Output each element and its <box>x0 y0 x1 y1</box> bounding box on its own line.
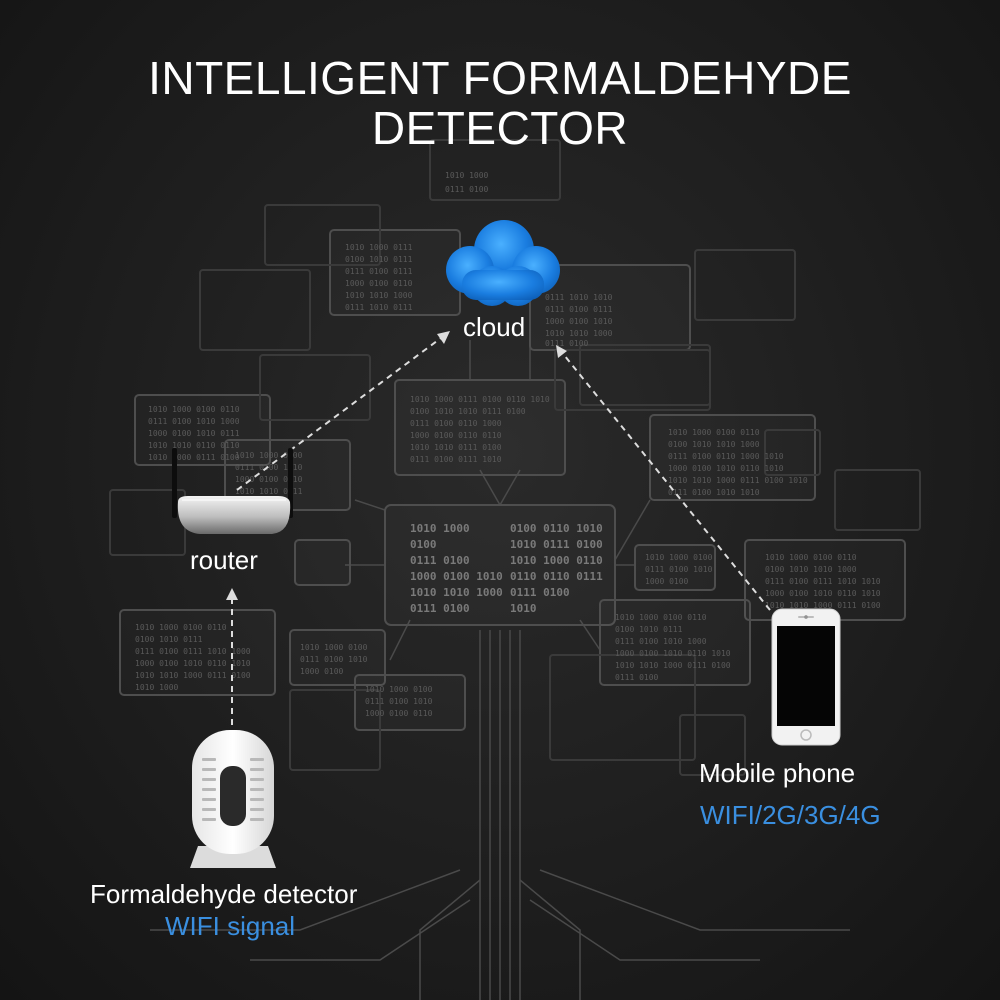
svg-text:1010 1000: 1010 1000 <box>135 683 179 692</box>
detector-icon <box>190 730 276 868</box>
arrowheads <box>226 331 567 600</box>
svg-text:1010 1000: 1010 1000 <box>445 171 489 180</box>
svg-text:1010 1010 1000: 1010 1010 1000 <box>545 329 613 338</box>
svg-text:1010 1000 0110: 1010 1000 0110 <box>510 554 603 567</box>
svg-text:0111 0100: 0111 0100 <box>615 673 659 682</box>
svg-text:0111 0100 1010 1010: 0111 0100 1010 1010 <box>668 488 760 497</box>
svg-text:1010 1000 0111: 1010 1000 0111 <box>345 243 413 252</box>
svg-text:1010 1000 0100: 1010 1000 0100 <box>365 685 433 694</box>
svg-text:1000 0100 0110: 1000 0100 0110 <box>365 709 433 718</box>
svg-text:0111 1010 1010: 0111 1010 1010 <box>545 293 613 302</box>
svg-text:0111 0100: 0111 0100 <box>410 602 470 615</box>
svg-text:1010 1010 1000 0111 0100: 1010 1010 1000 0111 0100 <box>135 671 251 680</box>
svg-text:1000 0100 1010 0110 1010: 1000 0100 1010 0110 1010 <box>765 589 881 598</box>
svg-text:0110 0110 0111: 0110 0110 0111 <box>510 570 603 583</box>
svg-text:1000 0100: 1000 0100 <box>300 667 344 676</box>
svg-text:1000 0100 1010: 1000 0100 1010 <box>410 570 503 583</box>
svg-text:1000 0100 1010 0110 1010: 1000 0100 1010 0110 1010 <box>135 659 251 668</box>
link-phone-cloud <box>559 349 771 611</box>
svg-text:1010 1000 0111 0100 0110 1010: 1010 1000 0111 0100 0110 1010 <box>410 395 550 404</box>
svg-text:1010 1000 0100 0110: 1010 1000 0100 0110 <box>615 613 707 622</box>
connection-lines <box>231 334 771 725</box>
svg-text:1000 0100: 1000 0100 <box>645 577 689 586</box>
svg-text:0100 1010 0111: 0100 1010 0111 <box>345 255 413 264</box>
svg-text:1010 1010 1000 0111 0100: 1010 1010 1000 0111 0100 <box>765 601 881 610</box>
title-line-1: INTELLIGENT FORMALDEHYDE <box>148 52 852 104</box>
svg-text:1010 1000 0100 0110: 1010 1000 0100 0110 <box>135 623 227 632</box>
svg-text:0111 0100 1010: 0111 0100 1010 <box>300 655 368 664</box>
phone-sub-label: WIFI/2G/3G/4G <box>700 800 881 830</box>
svg-text:1000 0100 1010 0110 1010: 1000 0100 1010 0110 1010 <box>668 464 784 473</box>
svg-text:0111 0100 0110 1000 1010: 0111 0100 0110 1000 1010 <box>668 452 784 461</box>
svg-text:1000 0100 1010 0110 1010: 1000 0100 1010 0110 1010 <box>615 649 731 658</box>
svg-text:1010 1010 1000 0111 0100: 1010 1010 1000 0111 0100 <box>615 661 731 670</box>
svg-text:0100 1010 0111: 0100 1010 0111 <box>135 635 203 644</box>
svg-text:1010 1010 1000 0111 0100 1010: 1010 1010 1000 0111 0100 1010 <box>668 476 808 485</box>
title-line-2: DETECTOR <box>371 102 629 154</box>
svg-text:0100 0110 1010: 0100 0110 1010 <box>510 522 603 535</box>
svg-text:1010 1010 0111: 1010 1010 0111 <box>235 487 303 496</box>
svg-text:1000 0100 0110: 1000 0100 0110 <box>235 475 303 484</box>
svg-text:1010 1000 0100: 1010 1000 0100 <box>235 451 303 460</box>
svg-text:0111 0100: 0111 0100 <box>410 554 470 567</box>
svg-text:1010 1010 1000: 1010 1010 1000 <box>410 586 503 599</box>
svg-text:1010 1000 0111 0100: 1010 1000 0111 0100 <box>148 453 240 462</box>
svg-text:0100 1010 1010 1000: 0100 1010 1010 1000 <box>765 565 857 574</box>
svg-text:1010 1000 0100 0110: 1010 1000 0100 0110 <box>668 428 760 437</box>
svg-text:1000 0100 0110 0110: 1000 0100 0110 0110 <box>410 431 502 440</box>
router-icon <box>172 448 293 534</box>
svg-text:0111 0100 0111: 0111 0100 0111 <box>545 305 613 314</box>
svg-text:1010: 1010 <box>510 602 537 615</box>
svg-text:0111 0100 1010: 0111 0100 1010 <box>645 565 713 574</box>
svg-text:0111 0100 0111 1010: 0111 0100 0111 1010 <box>410 455 502 464</box>
cloud-icon <box>446 220 560 306</box>
svg-text:0111 0100 1010 1000: 0111 0100 1010 1000 <box>615 637 707 646</box>
arrowhead-cloud-left <box>437 331 450 344</box>
svg-text:0111 0100: 0111 0100 <box>445 185 489 194</box>
svg-text:0111 0100: 0111 0100 <box>510 586 570 599</box>
svg-text:1010 0111 0100: 1010 0111 0100 <box>510 538 603 551</box>
svg-text:1000 0100 1010: 1000 0100 1010 <box>545 317 613 326</box>
svg-text:0111 1010 0111: 0111 1010 0111 <box>345 303 413 312</box>
svg-text:0100 1010 0111: 0100 1010 0111 <box>615 625 683 634</box>
svg-text:1000 0100 0110: 1000 0100 0110 <box>345 279 413 288</box>
svg-text:0111 0100 1010 1000: 0111 0100 1010 1000 <box>148 417 240 426</box>
phone-label: Mobile phone <box>699 758 856 788</box>
svg-text:1010 1000 0100: 1010 1000 0100 <box>300 643 368 652</box>
svg-text:0100 1010 1010 1000: 0100 1010 1010 1000 <box>668 440 760 449</box>
cloud-label: cloud <box>463 312 526 342</box>
svg-text:0111 0100 0111 1010 1010: 0111 0100 0111 1010 1010 <box>765 577 881 586</box>
svg-text:0111 0100 0111: 0111 0100 0111 <box>345 267 413 276</box>
svg-text:1010 1010 0110 0110: 1010 1010 0110 0110 <box>148 441 240 450</box>
svg-text:0111 0100 0111 1010 1000: 0111 0100 0111 1010 1000 <box>135 647 251 656</box>
svg-text:0111 0100 1010: 0111 0100 1010 <box>365 697 433 706</box>
svg-text:0100: 0100 <box>410 538 437 551</box>
svg-text:1010 1000: 1010 1000 <box>410 522 470 535</box>
svg-text:0100 1010 1010 0111 0100: 0100 1010 1010 0111 0100 <box>410 407 526 416</box>
svg-text:1010 1010 0111 0100: 1010 1010 0111 0100 <box>410 443 502 452</box>
detector-sub-label: WIFI signal <box>165 911 296 941</box>
detector-label: Formaldehyde detector <box>90 879 358 909</box>
svg-text:1010 1000 0100 0110: 1010 1000 0100 0110 <box>765 553 857 562</box>
router-label: router <box>190 545 258 575</box>
svg-text:1010 1000 0100 0110: 1010 1000 0100 0110 <box>148 405 240 414</box>
svg-text:0111 0100 0110 1000: 0111 0100 0110 1000 <box>410 419 502 428</box>
svg-text:1010 1010 1000: 1010 1010 1000 <box>345 291 413 300</box>
phone-icon <box>771 608 841 746</box>
arrowhead-cloud-right <box>556 345 567 358</box>
svg-text:1010 1000 0100: 1010 1000 0100 <box>645 553 713 562</box>
arrowhead-router <box>226 588 238 600</box>
svg-text:0111 0100: 0111 0100 <box>545 339 589 348</box>
svg-text:1000 0100 1010 0111: 1000 0100 1010 0111 <box>148 429 240 438</box>
